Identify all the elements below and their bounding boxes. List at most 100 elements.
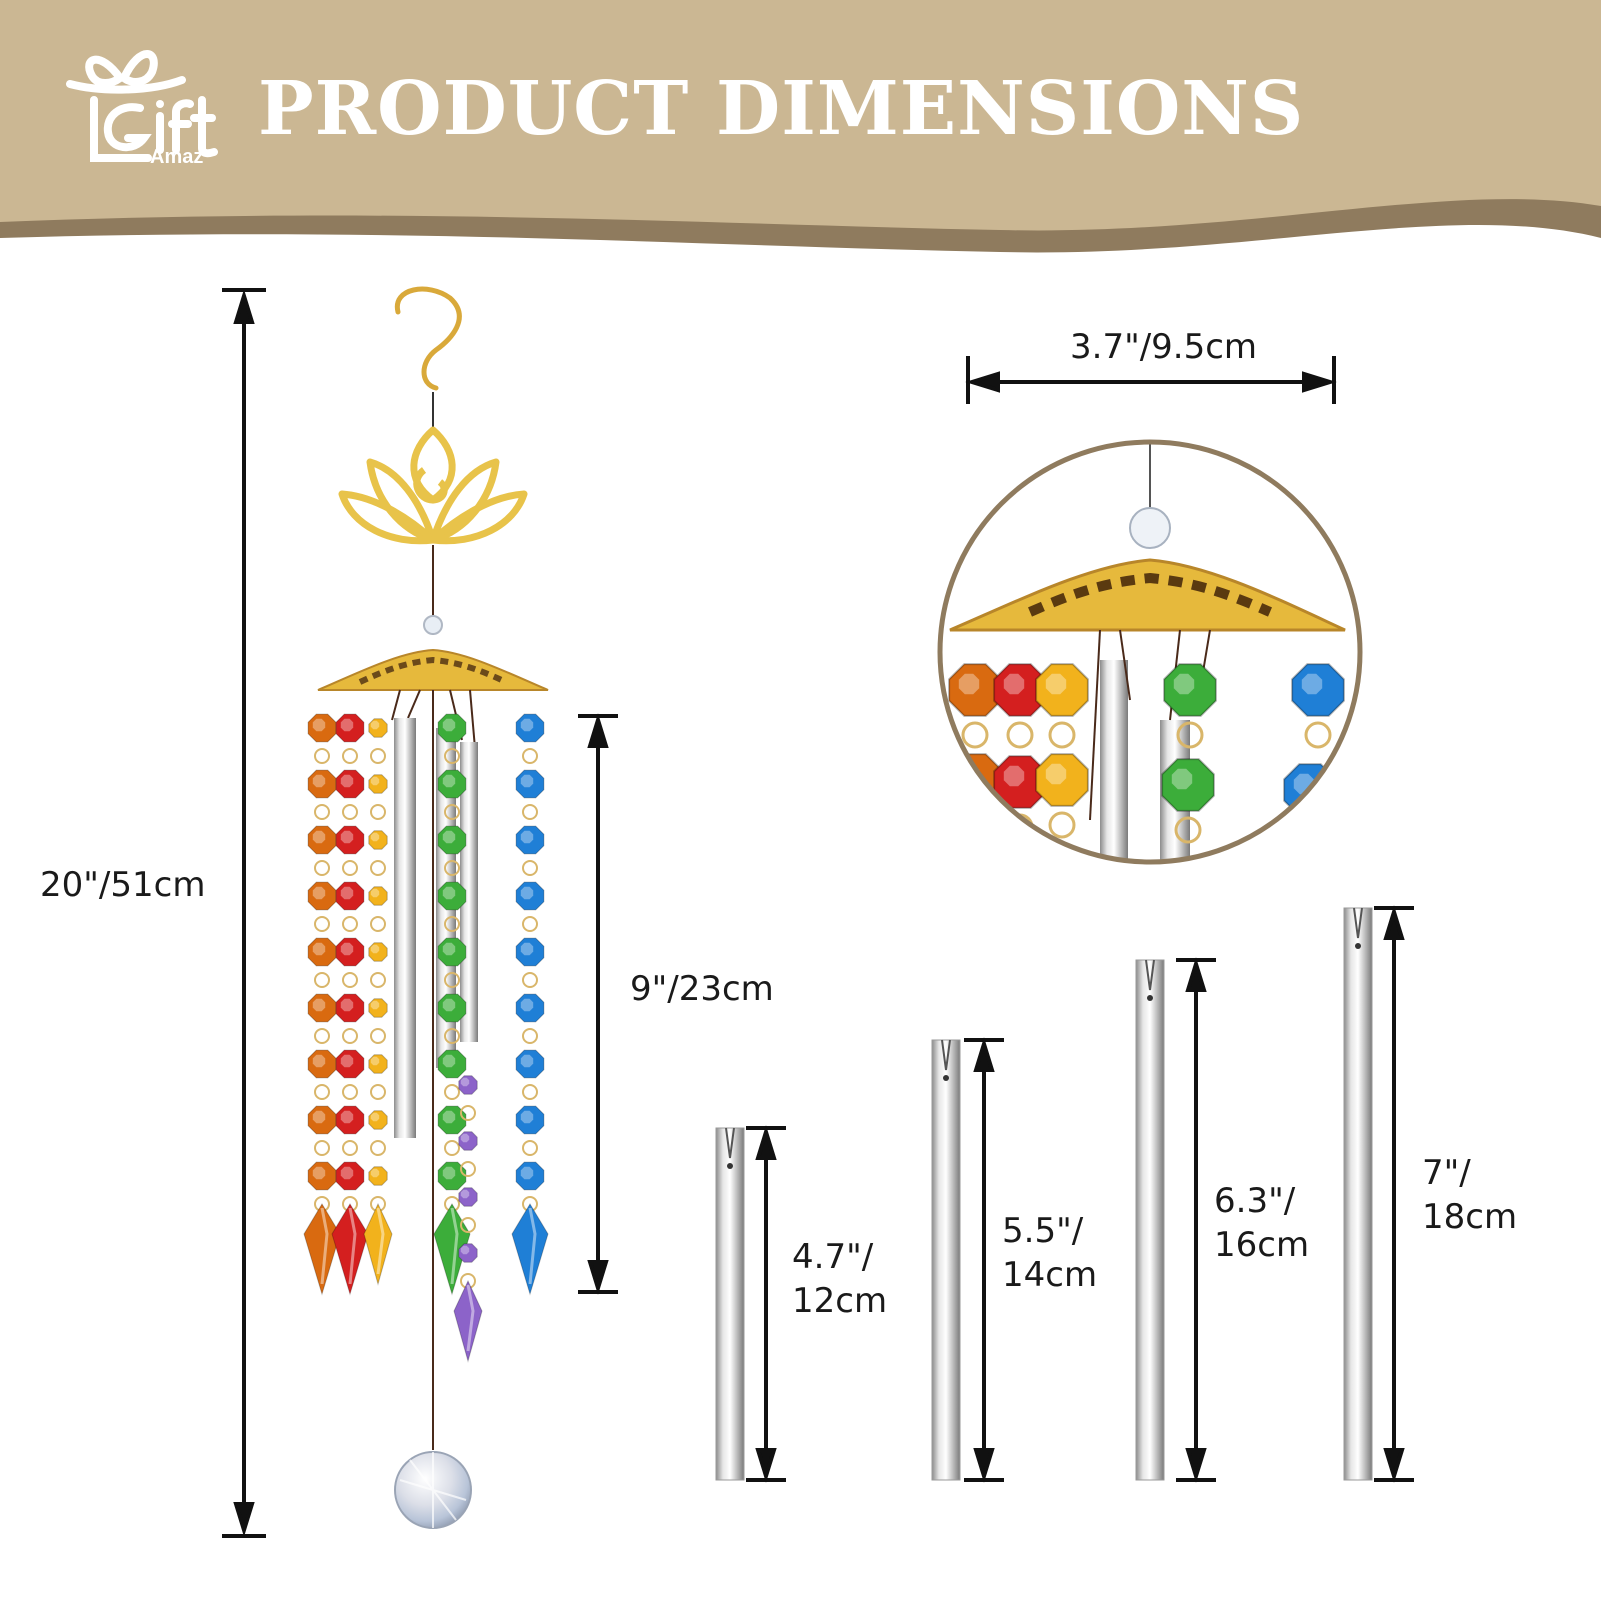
crystal-bead (515, 713, 545, 743)
overall-height-arrow (222, 288, 266, 1538)
crystal-bead (335, 937, 365, 967)
left-chime (303, 286, 549, 1529)
tube-4-arrow (1374, 905, 1414, 1483)
crystal-bead (335, 881, 365, 911)
tubes-row (715, 905, 1414, 1483)
overall-height-label: 20"/51cm (40, 865, 206, 905)
crystal-drop (363, 1202, 393, 1286)
crystal-bead (437, 713, 467, 743)
zoom-crystal-bead (993, 663, 1047, 717)
tube-1-inches: 4.7"/ (792, 1237, 874, 1277)
crystal-bead (335, 1161, 365, 1191)
lotus-icon (338, 426, 528, 545)
tube-1-label: 4.7"/ 12cm (792, 1236, 887, 1323)
crystal-bead (368, 774, 388, 794)
crystal-bead (307, 881, 337, 911)
crystal-bead (437, 881, 467, 911)
crystal-length-label: 9"/23cm (630, 969, 774, 1009)
brand-subtitle: Amaz (150, 146, 204, 168)
tube-3-arrow (1176, 957, 1216, 1483)
canopy (317, 648, 549, 691)
crystal-bead (515, 825, 545, 855)
page-title: PRODUCT DIMENSIONS (258, 66, 1305, 152)
crystal-bead (515, 1049, 545, 1079)
crystal-bead (335, 1105, 365, 1135)
crystal-bead (515, 881, 545, 911)
tube-2 (931, 1039, 961, 1481)
logo-dot (156, 100, 164, 108)
top-width-label: 3.7"/9.5cm (1070, 327, 1258, 367)
tube-3-label: 6.3"/ 16cm (1214, 1180, 1309, 1267)
crystal-length-arrow (578, 713, 618, 1295)
s-hook-icon (394, 286, 462, 391)
crystal-bead (335, 769, 365, 799)
crystal-bead (335, 1049, 365, 1079)
crystal-bead (458, 1131, 478, 1151)
crystal-strand (511, 713, 549, 1296)
crystal-drop (303, 1203, 341, 1296)
crystal-bead (458, 1075, 478, 1095)
crystal-bead (307, 993, 337, 1023)
crystal-bead (437, 1105, 467, 1135)
crystal-bead (335, 825, 365, 855)
crystal-bead (515, 1161, 545, 1191)
header-band (0, 0, 1601, 231)
zoom-detail (937, 439, 1363, 865)
crystal-bead (515, 993, 545, 1023)
tube-3 (1135, 959, 1165, 1481)
crystal-bead (335, 993, 365, 1023)
crystal-bead (458, 1243, 478, 1263)
tube-3-cm: 16cm (1214, 1224, 1310, 1265)
crystal-bead (515, 1105, 545, 1135)
zoom-crystal-bead (1291, 663, 1345, 717)
tube-2-arrow (964, 1037, 1004, 1483)
tube-4 (1343, 907, 1373, 1481)
crystal-bead (307, 1049, 337, 1079)
tube-1-cm: 12cm (792, 1280, 888, 1321)
tube-2-inches: 5.5"/ (1002, 1211, 1084, 1251)
crystal-bead (368, 1166, 388, 1186)
crystal-bead (437, 825, 467, 855)
crystal-strand (331, 713, 369, 1296)
crystal-bead (515, 937, 545, 967)
tube-2-label: 5.5"/ 14cm (1002, 1210, 1097, 1297)
crystal-drop (453, 1279, 483, 1363)
tube-1-arrow (746, 1125, 786, 1483)
crystal-bead (368, 830, 388, 850)
zoom-crystal-bead (1161, 758, 1215, 812)
tube-4-cm: 18cm (1422, 1196, 1518, 1237)
crystal-bead (515, 769, 545, 799)
crystal-strand (453, 1075, 483, 1363)
crystal-bead (307, 1161, 337, 1191)
crystal-bead (307, 825, 337, 855)
crystal-bead (437, 993, 467, 1023)
crystal-strand (363, 718, 393, 1286)
crystal-bead (368, 718, 388, 738)
tube-4-inches: 7"/ (1422, 1153, 1471, 1193)
crystal-drop (511, 1203, 549, 1296)
crystal-bead (437, 769, 467, 799)
crystal-bead (307, 1105, 337, 1135)
zoom-crystal-bead (948, 663, 1002, 717)
crystal-bead (368, 886, 388, 906)
crystal-bead (368, 1054, 388, 1074)
tube-1 (715, 1127, 745, 1481)
crystal-bead (368, 998, 388, 1018)
gift-box-icon (66, 50, 218, 162)
crystal-bead (307, 713, 337, 743)
crystal-drop (331, 1203, 369, 1296)
crystal-bead (458, 1187, 478, 1207)
crystal-bead (437, 1049, 467, 1079)
tube-3-inches: 6.3"/ (1214, 1181, 1296, 1221)
zoom-crystal-bead (1035, 753, 1089, 807)
crystal-bead (307, 937, 337, 967)
top-width-arrow (965, 356, 1337, 404)
crystal-bead (368, 1110, 388, 1130)
crystal-bead (307, 769, 337, 799)
crystal-bead (335, 713, 365, 743)
zoom-crystal-bead (1163, 663, 1217, 717)
tube-2-cm: 14cm (1002, 1254, 1098, 1295)
crystal-bead (437, 937, 467, 967)
